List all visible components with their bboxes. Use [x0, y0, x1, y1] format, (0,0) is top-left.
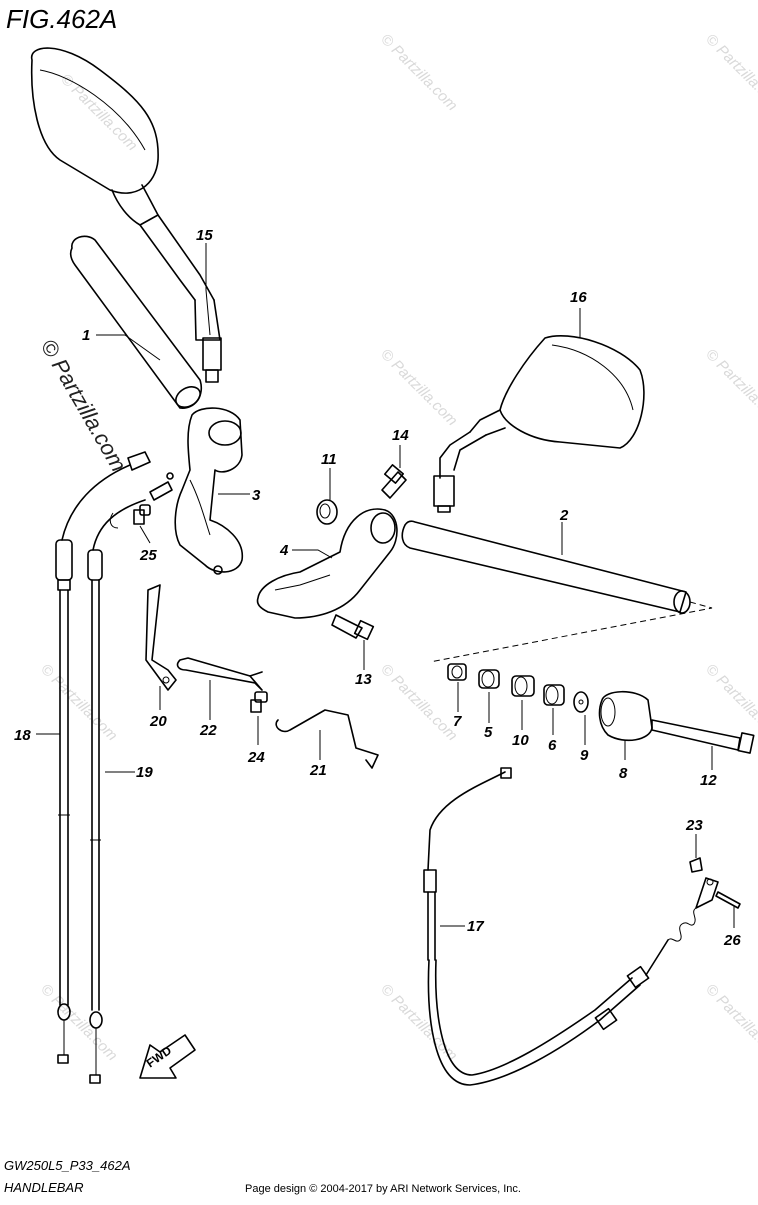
bolt-part-14[interactable] — [381, 464, 407, 499]
screw-part-25[interactable] — [133, 504, 151, 525]
alignment-line — [429, 601, 713, 663]
spacer-part-6[interactable] — [543, 684, 565, 706]
clamp-part-22[interactable] — [176, 657, 263, 691]
page-credit: Page design © 2004-2017 by ARI Network S… — [245, 1183, 521, 1195]
callout-2: 2 — [559, 507, 569, 524]
figure-title: FIG.462A — [6, 4, 117, 34]
callout-7: 7 — [453, 713, 462, 730]
callout-9: 9 — [580, 747, 589, 764]
throttle-cable-part-19[interactable] — [87, 499, 146, 1084]
bolt-part-13[interactable] — [331, 614, 375, 641]
handlebar-tube-part-2[interactable] — [401, 520, 691, 614]
grip-end-assembly — [447, 663, 755, 754]
nut-part-7[interactable] — [447, 663, 467, 681]
watermark-text: © Partzilla.com — [37, 981, 120, 1064]
callout-13: 13 — [355, 671, 372, 688]
right-holder-part-4[interactable] — [256, 508, 398, 619]
pin-part-26[interactable] — [715, 891, 741, 909]
callout-8: 8 — [619, 765, 628, 782]
callout-16: 16 — [570, 289, 587, 306]
section-name: HANDLEBAR — [4, 1180, 83, 1195]
callout-22: 22 — [199, 722, 217, 739]
callout-18: 18 — [14, 727, 31, 744]
watermark-text: © Partzilla.com — [37, 661, 120, 744]
cable-end-fittings — [127, 451, 174, 501]
callout-21: 21 — [309, 762, 327, 779]
left-holder-part-3[interactable] — [174, 407, 243, 575]
watermark-text: © Partzilla.com — [57, 71, 140, 154]
watermark-text: © Partzilla.com — [377, 981, 460, 1064]
copyright-mark: © Partzilla.com — [36, 335, 132, 476]
callout-5: 5 — [484, 724, 493, 741]
callout-6: 6 — [548, 737, 557, 754]
callout-15: 15 — [196, 227, 213, 244]
callout-26: 26 — [723, 932, 741, 949]
callout-12: 12 — [700, 772, 717, 789]
collar-part-11[interactable] — [316, 499, 338, 525]
callout-17: 17 — [467, 918, 484, 935]
bar-end-weight-part-8[interactable] — [598, 690, 653, 742]
leader-lines — [36, 243, 735, 928]
washer-part-9[interactable] — [573, 691, 589, 713]
screw-part-24[interactable] — [250, 691, 268, 713]
watermark-text: © Partzilla.com — [377, 346, 460, 429]
callout-25: 25 — [139, 547, 157, 564]
spacer-part-5[interactable] — [478, 669, 500, 689]
callout-3: 3 — [252, 487, 261, 504]
clutch-cable-part-17[interactable] — [423, 767, 719, 1086]
spring-clip-part-21[interactable] — [275, 709, 379, 769]
callout-10: 10 — [512, 732, 529, 749]
right-mirror-part-16[interactable] — [433, 335, 645, 513]
callout-1: 1 — [82, 327, 90, 344]
callout-14: 14 — [392, 427, 409, 444]
callout-labels: 1 2 3 4 5 6 7 8 9 10 11 12 13 14 15 16 1… — [14, 227, 741, 949]
grip-part-1[interactable] — [69, 235, 204, 411]
watermark-text: © Partzilla.com — [702, 346, 758, 429]
callout-20: 20 — [149, 713, 167, 730]
throttle-cable-part-18[interactable] — [55, 464, 131, 1064]
spacer-part-10[interactable] — [511, 675, 535, 697]
left-mirror-part-15[interactable] — [30, 47, 222, 383]
forward-arrow: FWD — [139, 1034, 196, 1079]
model-code: GW250L5_P33_462A — [4, 1158, 130, 1173]
watermark-text: © Partzilla.com — [377, 31, 460, 114]
callout-23: 23 — [685, 817, 703, 834]
watermark-text: © Partzilla.com — [702, 981, 758, 1064]
callout-4: 4 — [279, 542, 289, 559]
fwd-label: FWD — [144, 1043, 175, 1070]
callout-11: 11 — [321, 451, 337, 468]
watermark-text: © Partzilla.com — [702, 31, 758, 114]
callout-24: 24 — [247, 749, 265, 766]
callout-19: 19 — [136, 764, 153, 781]
bracket-part-20[interactable] — [145, 584, 177, 691]
bolt-part-12[interactable] — [651, 719, 755, 754]
nut-part-23[interactable] — [689, 857, 703, 873]
